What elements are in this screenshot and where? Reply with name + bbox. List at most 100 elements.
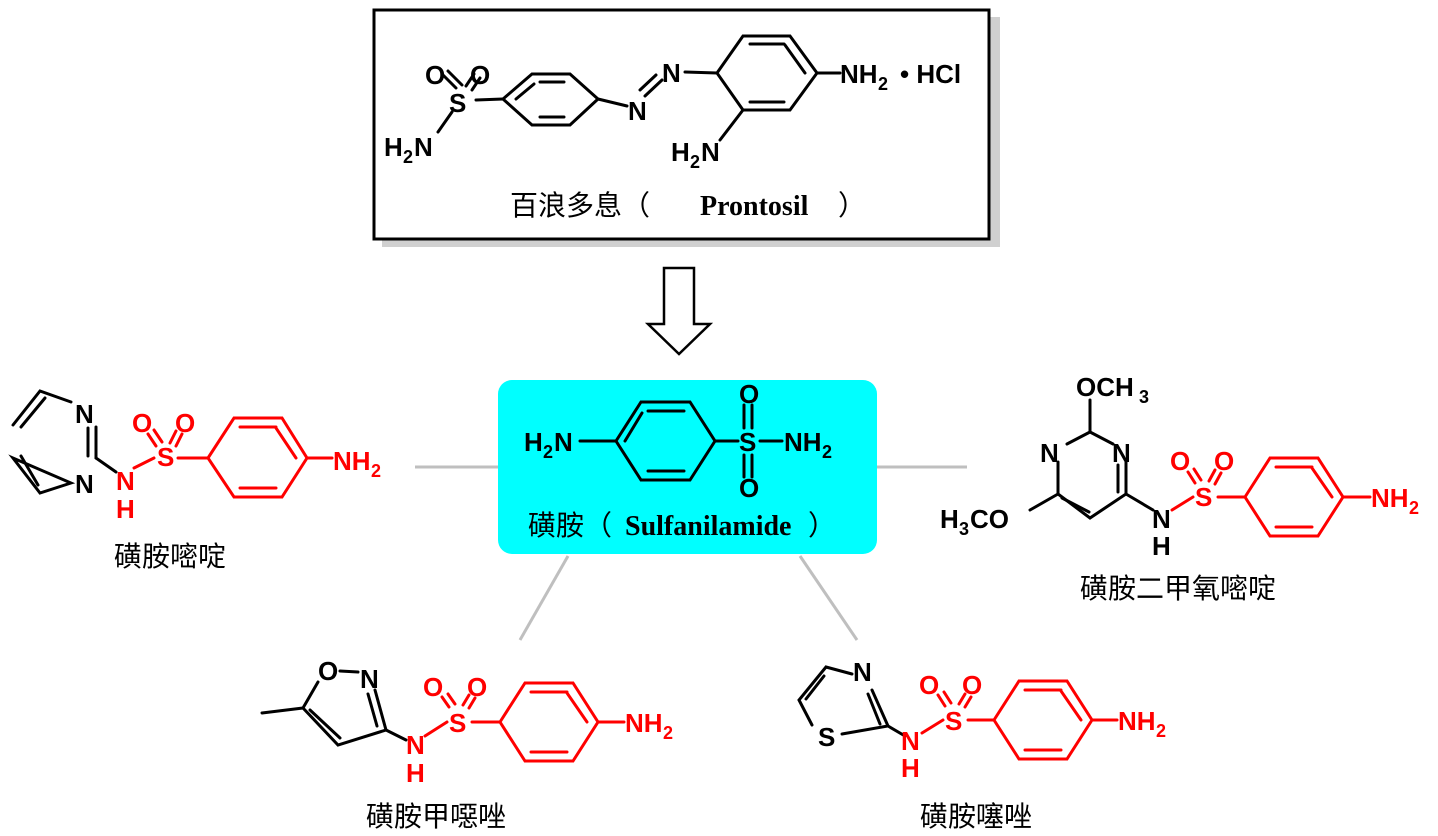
sulfadimethoxine-so2-b — [1213, 471, 1223, 486]
prontosil-so-bond-1b — [446, 69, 464, 87]
sulfadimethoxine-atom-co: CO — [970, 504, 1009, 534]
sulfanilamide-ring-double-bonds — [623, 409, 686, 473]
down-arrow-icon — [644, 266, 714, 356]
sulfanilamide-caption-en: Sulfanilamide — [625, 511, 791, 542]
sulfamethoxazole-so2-b — [467, 696, 477, 710]
sulfathiazole-atom-nh2: NH — [1118, 706, 1156, 736]
sulfadimethoxine-atom-och-subscript: 3 — [1139, 387, 1149, 407]
connector-bottom-right — [798, 555, 859, 641]
sulfathiazole-so2-a — [957, 692, 967, 706]
sulfanilamide-atoms: H 2 N S O O NH 2 — [524, 379, 832, 503]
prontosil-so-bond-2b — [470, 76, 482, 92]
sulfamethoxazole-n-s-bond — [423, 720, 449, 738]
sulfathiazole-atom-o1: O — [919, 670, 939, 700]
prontosil-atom-s: S — [449, 88, 466, 118]
prontosil-atom-h: H — [384, 132, 403, 162]
sulfadiazine-atom-n1: N — [75, 399, 94, 429]
sulfamethoxazole-atom-nh-h: H — [406, 758, 425, 788]
sulfadimethoxine-n-s-bond — [1170, 495, 1195, 512]
prontosil-atom-h-b: H — [671, 137, 690, 167]
sulfamethoxazole-caption: 磺胺甲噁唑 — [366, 800, 506, 833]
sulfamethoxazole-atom-nh-n: N — [406, 730, 425, 760]
sulfamethoxazole-atom-nh2: NH — [625, 708, 663, 738]
prontosil-azo-ring-bond — [683, 70, 719, 75]
sulfamethoxazole-so2-a — [461, 693, 471, 707]
sulfadimethoxine-atom-o1: O — [1170, 446, 1190, 476]
sulfadimethoxine-atom-s: S — [1195, 482, 1212, 512]
sulfadimethoxine-pyrimidine — [1028, 398, 1155, 520]
prontosil-atom-nh: NH — [840, 59, 878, 89]
sulfathiazole-atom-nh-h: H — [901, 753, 920, 783]
sulfadiazine-pyrimidine — [8, 389, 118, 495]
sulfamethoxazole-atom-o2: O — [467, 672, 487, 702]
prontosil-atom-h-subscript: 2 — [403, 147, 413, 167]
sulfanilamide-atom-nh-subscript: 2 — [822, 442, 832, 462]
sulfadimethoxine-atom-nh2: NH — [1371, 483, 1409, 513]
sulfadiazine-phenyl-double-bonds — [238, 425, 298, 490]
sulfamethoxazole-methyl-bond — [260, 706, 305, 715]
prontosil-sn-bond — [436, 110, 454, 134]
sulfadiazine-atom-n2: N — [75, 469, 94, 499]
prontosil-phenyl-ring-b-double-bonds — [748, 42, 807, 104]
prontosil-caption-cn: 百浪多息（ — [510, 189, 650, 222]
prontosil-hcl-salt: • HCl — [900, 59, 961, 89]
sulfadimethoxine-atom-n1: N — [1112, 438, 1131, 468]
sulfadiazine-atom-o2: O — [175, 408, 195, 438]
sulfamethoxazole-phenyl-double-bonds — [529, 690, 589, 754]
prontosil-atoms: O O S H 2 N N N NH 2 • HCl H 2 N — [384, 58, 961, 172]
sulfathiazole-c-n-bond — [886, 724, 907, 738]
prontosil-atom-nh-subscript: 2 — [878, 74, 888, 94]
prontosil-caption-en: Prontosil — [700, 191, 809, 222]
prontosil-box — [372, 8, 1000, 247]
sulfadiazine-sulfonyl — [132, 416, 334, 499]
sulfadiazine-so2-a — [168, 429, 178, 445]
prontosil-atom-n-amide: N — [414, 132, 433, 162]
prontosil-ring-azo-bond — [596, 97, 629, 108]
sulfathiazole-atom-o2: O — [962, 670, 982, 700]
sulfanilamide-caption: 磺胺（ Sulfanilamide ） — [528, 509, 836, 542]
sulfadimethoxine-sulfonyl — [1170, 456, 1372, 538]
sulfathiazole-so2-b — [963, 695, 973, 709]
sulfadimethoxine-phenyl-ring — [1243, 456, 1345, 538]
sulfadimethoxine-so2-a — [1207, 468, 1217, 483]
sulfadimethoxine-atom-nh2-subscript: 2 — [1409, 498, 1419, 518]
sulfamethoxazole-atom-n-ring: N — [360, 664, 379, 694]
sulfamethoxazole-phenyl-ring — [498, 681, 600, 763]
sulfanilamide-structure — [578, 400, 784, 482]
sulfamethoxazole-atom-o-ring: O — [318, 656, 338, 686]
sulfadiazine-atom-s: S — [157, 442, 174, 472]
sulfathiazole-phenyl-double-bonds — [1023, 688, 1083, 752]
sulfadiazine-so2-b — [174, 432, 184, 448]
sulfathiazole-thiazole — [797, 665, 907, 738]
sulfadimethoxine-phenyl-double-bonds — [1274, 465, 1334, 529]
sulfadiazine-caption: 磺胺嘧啶 — [114, 540, 226, 573]
prontosil-caption: 百浪多息（ Prontosil ） — [510, 189, 866, 222]
prontosil-atom-o2: O — [470, 60, 490, 90]
sulfadiazine-atom-nh-n: N — [116, 466, 135, 496]
sulfadimethoxine-so1-a — [1186, 470, 1197, 485]
sulfamethoxazole-atom-o1: O — [423, 672, 443, 702]
sulfanilamide-box — [498, 380, 877, 554]
prontosil-atom-o1: O — [425, 60, 445, 90]
sulfamethoxazole-ring — [301, 669, 388, 747]
sulfamethoxazole-ring-double-bonds — [308, 692, 379, 740]
prontosil-so-bond-1a — [440, 72, 458, 90]
sulfathiazole-phenyl-ring — [992, 679, 1094, 761]
prontosil-structure — [436, 34, 842, 142]
sulfathiazole-atom-n-ring: N — [853, 657, 872, 687]
sulfamethoxazole-sulfonyl — [423, 681, 626, 763]
prontosil-azo-bond-a — [643, 78, 664, 98]
connector-lines — [415, 465, 967, 641]
sulfadiazine-so1-b — [152, 428, 164, 444]
sulfadimethoxine-atom-n2: N — [1040, 438, 1059, 468]
sulfathiazole-atom-nh-n: N — [901, 726, 920, 756]
prontosil-box-frame — [372, 8, 991, 241]
sulfanilamide-atom-h-subscript: 2 — [543, 442, 553, 462]
prontosil-ring-h2n-bond — [718, 108, 745, 142]
sulfadiazine-c-n-bond — [94, 456, 118, 474]
sulfadiazine-atom-nh-h: H — [116, 494, 135, 524]
sulfadimethoxine-atom-nh-n: N — [1152, 504, 1171, 534]
sulfanilamide-atom-h: H — [524, 427, 543, 457]
sulfadiazine-atom-nh2-subscript: 2 — [371, 461, 381, 481]
sulfathiazole-atom-s: S — [945, 706, 962, 736]
